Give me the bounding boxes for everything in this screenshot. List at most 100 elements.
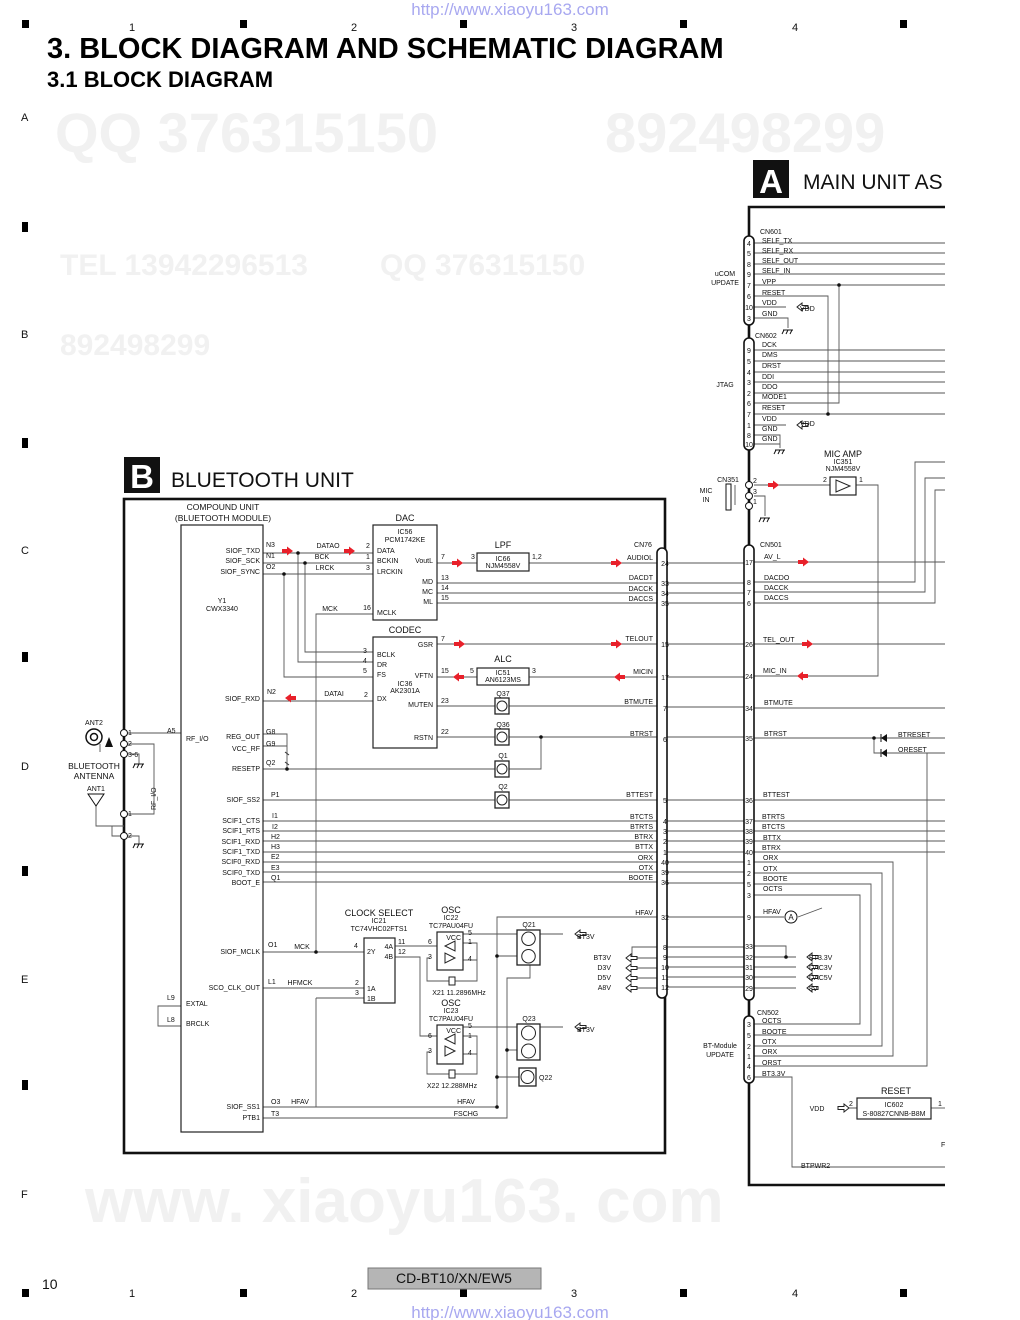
transistor-icon xyxy=(496,700,508,712)
power-arrow-icon xyxy=(574,928,587,940)
label-osc1-p1: 1 xyxy=(468,939,472,946)
label-x22: X22 12.288MHz xyxy=(427,1083,478,1090)
label-scif0-txd: SCIF0_TXD xyxy=(222,870,260,877)
antenna-connector-icon xyxy=(85,728,103,746)
label-dac-data: DATA xyxy=(377,548,395,555)
label-ic36: IC36 xyxy=(398,681,413,688)
label-btrst: BTRST xyxy=(630,731,654,738)
label-ic66-part: NJM4558V xyxy=(486,563,521,570)
ground-icon xyxy=(781,449,785,455)
label-pn-e3: E3 xyxy=(271,865,280,872)
label-sco-clk-out: SCO_CLK_OUT xyxy=(209,985,261,992)
label-pn-q2: Q2 xyxy=(266,760,275,767)
label-ic351: IC351 xyxy=(834,459,853,466)
label-osc1-p4: 4 xyxy=(468,956,472,963)
transistor-icon xyxy=(496,731,508,743)
label-cn601-7: 7 xyxy=(747,283,751,290)
ground-icon xyxy=(136,843,140,849)
wire xyxy=(754,461,945,583)
label-net-hfmck: HFMCK xyxy=(288,980,313,987)
unit-a-letter: A xyxy=(759,163,783,200)
label-btrst2: BTRST xyxy=(764,731,788,738)
reset-ic-box xyxy=(856,1097,932,1120)
ground-icon xyxy=(781,329,785,335)
grid-row-label: D xyxy=(21,761,29,773)
label-boote: BOOTE xyxy=(628,875,653,882)
label-self-tx: SELF_TX xyxy=(762,238,793,245)
label-cn501-5: 5 xyxy=(747,882,751,889)
label-ant-p36: 3-6 xyxy=(128,752,138,759)
grid-marker xyxy=(900,1289,907,1297)
inverter-icon xyxy=(443,940,456,952)
label-alc-p3: 3 xyxy=(532,668,536,675)
label-osc2-p5: 5 xyxy=(468,1023,472,1030)
label-bt-module: (BLUETOOTH MODULE) xyxy=(175,513,271,523)
label-v8: 8V xyxy=(809,986,818,993)
label-pn-e2: E2 xyxy=(271,854,280,861)
label-orx: ORX xyxy=(638,855,654,862)
label-ic22-part: TC7PAU04FU xyxy=(429,923,473,930)
label-x21: X21 11.2896MHz xyxy=(432,990,486,997)
wire xyxy=(496,916,657,1107)
grid-marker xyxy=(22,20,29,28)
wire xyxy=(463,1035,478,1054)
label-bt-update: UPDATE xyxy=(706,1052,734,1059)
alc-box xyxy=(476,667,530,686)
label-codec-gsr: GSR xyxy=(418,642,433,649)
mic-jack-icon xyxy=(725,483,732,511)
label-ant-p1b: 1 xyxy=(128,811,132,818)
label-scif0-rxd: SCIF0_RXD xyxy=(221,859,260,866)
label-btrx2: BTRX xyxy=(762,845,781,852)
resistor-icon xyxy=(284,751,290,756)
label-cn76-8: 8 xyxy=(663,945,667,952)
label-btrts: BTRTS xyxy=(630,824,653,831)
signal-direction-arrow-icon xyxy=(611,639,622,649)
label-bt-antenna1: BLUETOOTH xyxy=(68,761,120,771)
ground-icon xyxy=(777,449,781,455)
grid-marker xyxy=(900,20,907,28)
label-av-l: AV_L xyxy=(764,554,781,561)
label-dacdo: DACDO xyxy=(764,575,790,582)
label-pn-n3: N3 xyxy=(266,542,275,549)
label-ddi: DDI xyxy=(762,374,774,381)
label-dac-bckin: BCKIN xyxy=(377,558,398,565)
label-jtag: JTAG xyxy=(716,382,733,389)
label-cn501-35: 35 xyxy=(745,736,753,743)
grid-row-label: A xyxy=(21,112,29,124)
amp-symbol-icon xyxy=(835,479,852,493)
transistor-icon xyxy=(496,794,508,806)
label-orx2: ORX xyxy=(763,855,779,862)
label-reset1: RESET xyxy=(762,290,786,297)
label-btmute: BTMUTE xyxy=(624,699,653,706)
page-title: 3. BLOCK DIAGRAM AND SCHEMATIC DIAGRAM xyxy=(47,33,724,65)
wire xyxy=(754,883,872,1036)
wire xyxy=(297,553,373,663)
label-ic602-p1: 1 xyxy=(938,1101,942,1108)
wires xyxy=(95,242,945,1168)
label-codec-p23: 23 xyxy=(441,698,449,705)
unit-b-badge xyxy=(124,457,160,493)
label-ant-p1: 1 xyxy=(128,730,132,737)
label-dac3v: DAC3V xyxy=(809,965,833,972)
label-cn602-6: 6 xyxy=(747,401,751,408)
label-osc1-p3: 3 xyxy=(428,954,432,961)
wire xyxy=(754,295,829,414)
label-gnd2: GND xyxy=(762,426,778,433)
label-vdd1: VDD xyxy=(762,300,777,307)
label-net-lrck: LRCK xyxy=(316,565,335,572)
label-cn76-6: 6 xyxy=(663,737,667,744)
label-cn602-10: 10 xyxy=(745,442,753,449)
label-cn76-17: 17 xyxy=(661,675,669,682)
label-dac-p1: 1 xyxy=(366,554,370,561)
label-compound-unit: COMPOUND UNIT xyxy=(187,502,260,512)
model-box xyxy=(367,1267,542,1290)
antenna-connector-icon xyxy=(89,732,99,742)
label-ic56: IC56 xyxy=(398,529,413,536)
wire xyxy=(304,563,373,653)
label-ic51-part: AN6123MS xyxy=(485,677,521,684)
label-cn601-6: 6 xyxy=(747,294,751,301)
page-number: 10 xyxy=(42,1276,58,1292)
label-cn601: CN601 xyxy=(760,229,782,236)
junction-dot xyxy=(784,955,788,959)
